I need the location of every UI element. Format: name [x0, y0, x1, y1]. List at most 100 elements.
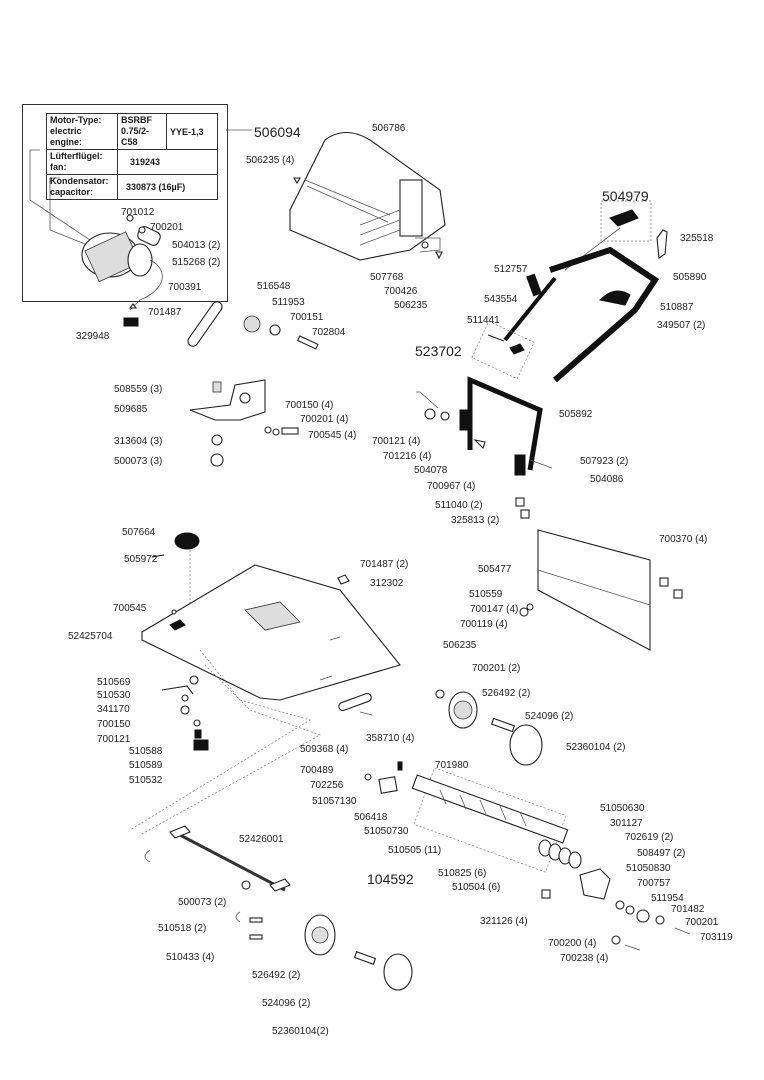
part-number-label: 510530 [97, 690, 131, 701]
part-number-label: 51050730 [364, 826, 409, 837]
deck-illustration [141, 564, 401, 701]
part-number-label: 701980 [435, 760, 469, 771]
part-number-label: 700119 (4) [460, 619, 508, 630]
part-number-label: 506786 [372, 123, 406, 134]
part-number-label: 505972 [124, 554, 158, 565]
part-number-label: 701487 [148, 307, 182, 318]
part-number-label: 700121 [97, 734, 131, 745]
part-number-label: 325518 [680, 233, 714, 244]
part-number-label: 700426 [384, 286, 418, 297]
motor-detail-box [22, 104, 228, 302]
part-number-label: 506235 (4) [246, 155, 295, 166]
part-number-label: 510589 [129, 760, 163, 771]
part-number-label: 700370 (4) [659, 534, 708, 545]
spec-key: electric engine: [50, 126, 83, 147]
part-number-label: 700200 (4) [548, 938, 597, 949]
spec-row-capacitor: Kondensator:capacitor: 330873 (16µF) [46, 174, 218, 200]
part-number-label: 509685 [114, 404, 148, 415]
part-number-label: 700201 (4) [300, 414, 349, 425]
part-number-label: 700391 [168, 282, 202, 293]
spec-value: 0.75/2-C58 [121, 126, 150, 147]
part-number-label: 329948 [76, 331, 110, 342]
part-number-label: 505892 [559, 409, 593, 420]
part-number-label: 510588 [129, 746, 163, 757]
height-knob-illustration [151, 532, 200, 620]
part-number-label: 516548 [257, 281, 291, 292]
part-number-label: 52426001 [239, 834, 284, 845]
spec-value: 330873 (16µF) [117, 174, 218, 200]
part-number-label: 507923 (2) [580, 456, 629, 467]
part-number-label: 504979 [602, 188, 649, 204]
part-number-label: 511040 (2) [435, 500, 483, 511]
spec-value: YYE-1,3 [166, 113, 218, 150]
part-number-label: 700121 (4) [372, 436, 421, 447]
lift-frame-illustration [416, 376, 553, 476]
motor-bracket-illustration [189, 379, 299, 467]
part-number-label: 524096 (2) [525, 711, 574, 722]
part-number-label: 349507 (2) [657, 320, 706, 331]
part-number-label: 51050630 [600, 803, 645, 814]
part-number-label: 511953 [272, 297, 305, 308]
front-wheel-illustration [338, 689, 543, 766]
part-number-label: 508497 (2) [637, 848, 686, 859]
part-number-label: 104592 [367, 871, 414, 887]
part-number-label: 524096 (2) [262, 998, 311, 1009]
spec-key: capacitor: [50, 187, 94, 197]
part-number-label: 702804 [312, 327, 346, 338]
part-number-label: 702619 (2) [625, 832, 674, 843]
part-number-label: 341170 [97, 704, 130, 715]
part-number-label: 700545 (4) [308, 430, 357, 441]
part-number-label: 51050830 [626, 863, 671, 874]
part-number-label: 51057130 [312, 796, 357, 807]
front-axle-illustration [161, 675, 209, 751]
part-number-label: 509368 (4) [300, 744, 349, 755]
spec-key: Lüfterflügel: [50, 151, 103, 161]
part-number-label: 508559 (3) [114, 384, 163, 395]
part-number-label: 52425704 [68, 631, 113, 642]
part-number-label: 510518 (2) [158, 923, 207, 934]
part-number-label: 511441 [467, 315, 500, 326]
part-number-label: 358710 (4) [366, 733, 415, 744]
part-number-label: 500073 (2) [178, 897, 227, 908]
part-number-label: 510532 [129, 775, 163, 786]
part-number-label: 510569 [97, 677, 131, 688]
belt-pulley-illustration [187, 301, 319, 350]
part-number-label: 515268 (2) [172, 257, 221, 268]
part-number-label: 506094 [254, 124, 301, 140]
spec-row-fan: Lüfterflügel:fan: 319243 [46, 149, 218, 175]
part-number-label: 510559 [469, 589, 503, 600]
part-number-label: 52360104(2) [272, 1026, 329, 1037]
part-number-label: 325813 (2) [451, 515, 500, 526]
part-number-label: 312302 [370, 578, 404, 589]
spec-key: fan: [50, 162, 67, 172]
rear-axle-illustration [144, 825, 413, 991]
part-number-label: 504078 [414, 465, 448, 476]
part-number-label: 700150 (4) [285, 400, 334, 411]
part-number-label: 321126 (4) [480, 916, 528, 927]
part-number-label: 505477 [478, 564, 512, 575]
part-number-label: 700201 (2) [472, 663, 521, 674]
part-number-label: 703119 [700, 932, 733, 943]
part-number-label: 510504 (6) [452, 882, 501, 893]
part-number-label: 510887 [660, 302, 694, 313]
part-number-label: 700147 (4) [470, 604, 519, 615]
part-number-label: 506235 [443, 640, 477, 651]
part-number-label: 500073 (3) [114, 456, 163, 467]
part-number-label: 511954 [651, 893, 684, 904]
part-number-label: 507768 [370, 272, 404, 283]
part-number-label: 505890 [673, 272, 707, 283]
part-number-label: 506235 [394, 300, 428, 311]
spec-key: Motor-Type: [50, 115, 102, 125]
handle-illustration [471, 200, 668, 383]
part-number-label: 701216 (4) [383, 451, 432, 462]
motor-cover-illustration [289, 131, 446, 261]
part-number-label: 506418 [354, 812, 388, 823]
part-number-label: 510825 (6) [438, 868, 487, 879]
part-number-label: 700967 (4) [427, 481, 476, 492]
part-number-label: 523702 [415, 343, 462, 359]
part-number-label: 526492 (2) [252, 970, 301, 981]
part-number-label: 700238 (4) [560, 953, 609, 964]
part-number-label: 700150 [97, 719, 131, 730]
